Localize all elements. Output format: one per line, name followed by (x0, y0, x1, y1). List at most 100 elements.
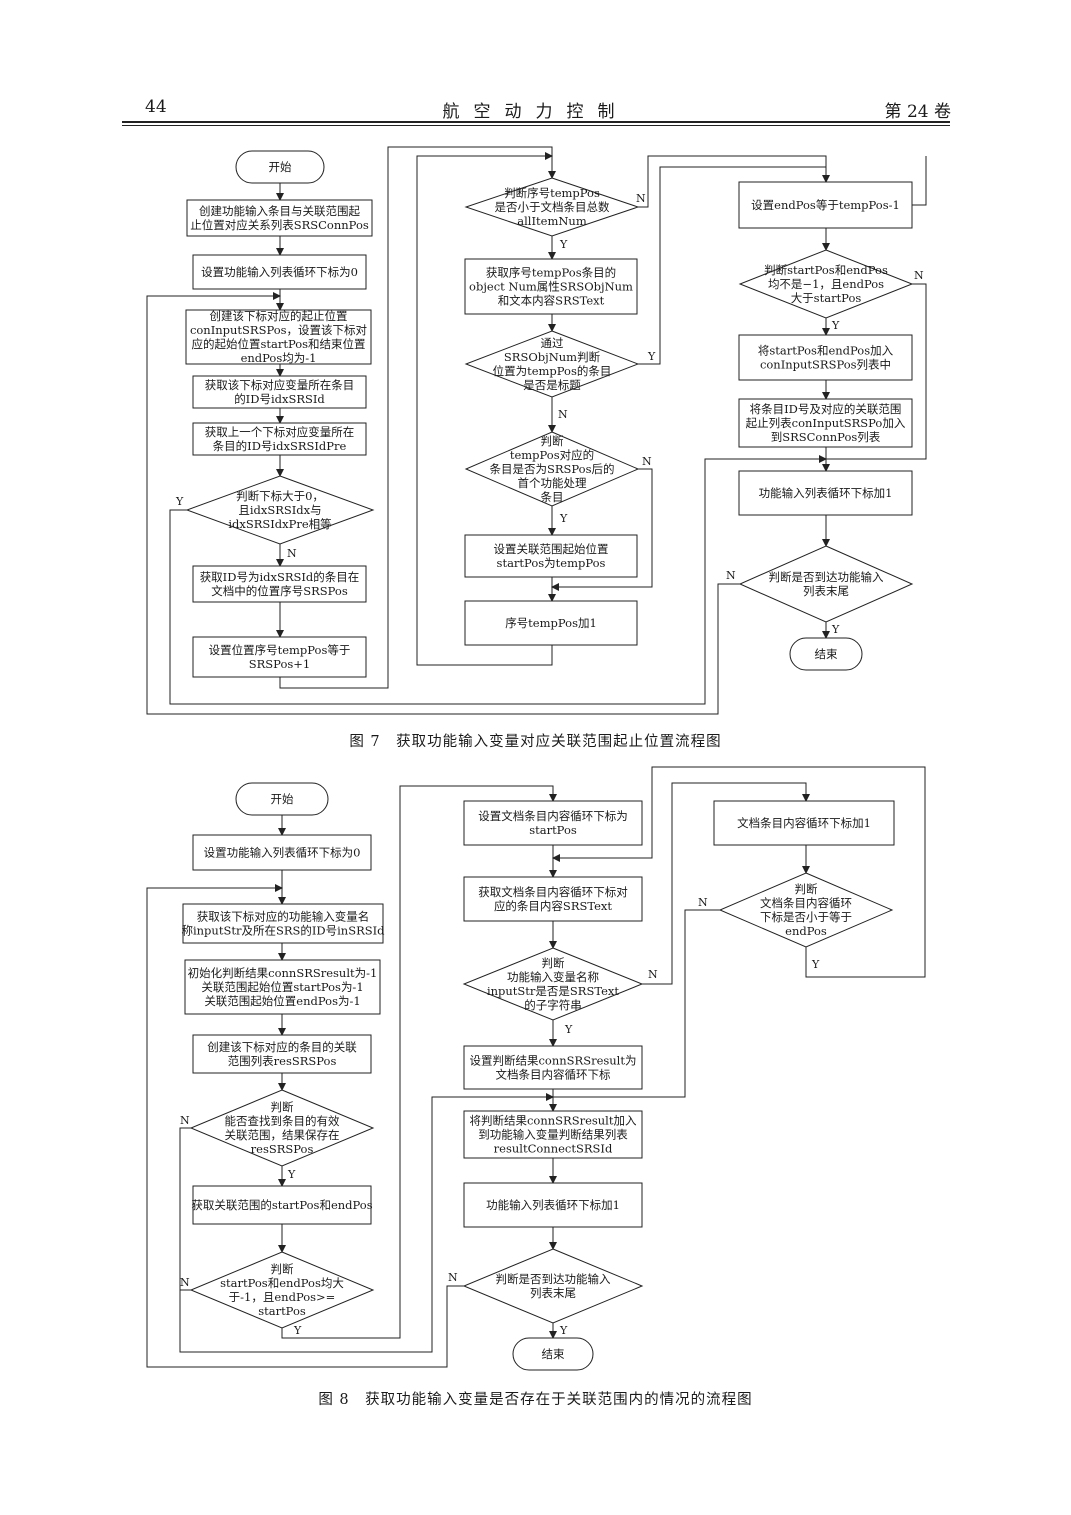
decision-is-first-after-text: 判断 (541, 434, 564, 448)
create-pos-box-text: conInputSRSPos，设置该下标对 (190, 323, 368, 337)
decision-end-of-list-text: 判断是否到达功能输入 (496, 1272, 611, 1286)
decision-end-of-list-text: 列表末尾 (530, 1286, 576, 1300)
get-prev-id-box-text: 条目的ID号idxSRSIdPre (213, 439, 347, 453)
get-pos-box-text: 文档中的位置序号SRSPos (211, 584, 348, 598)
get-text-box-text: 应的条目内容SRSText (494, 899, 612, 913)
set-startpos-box-text: 设置关联范围起始位置 (494, 542, 609, 556)
inc-index-box: 功能输入列表循环下标加1 (463, 1182, 643, 1228)
header-rule (122, 121, 950, 123)
add-pos-box-text: conInputSRSPos列表中 (760, 358, 891, 372)
branch-label: N (726, 569, 736, 582)
decision-is-substring-text: inputStr是否是SRSText (487, 984, 619, 998)
end-terminal-text: 结束 (542, 1347, 565, 1361)
inc-temppos-box: 序号tempPos加1 (464, 600, 638, 646)
flow-connector (638, 155, 830, 208)
add-conn-box-text: 起止列表conInputSRSPo加入 (746, 416, 906, 430)
branch-label: N (914, 269, 924, 282)
create-srsconnpos-box-text: 创建功能输入条目与关联范围起 (199, 204, 360, 218)
branch-label: Y (831, 319, 840, 332)
start-terminal: 开始 (235, 150, 325, 184)
add-result-box-text: resultConnectSRSId (494, 1142, 613, 1156)
end-terminal-text: 结束 (815, 647, 838, 661)
get-input-str-box: 获取该下标对应的功能输入变量名称inputStr及所在SRS的ID号inSRSI… (181, 903, 385, 944)
decision-start-end-gt-text: startPos (258, 1304, 306, 1318)
decision-find-range-text: resSRSPos (251, 1142, 314, 1156)
flow-connector (553, 909, 720, 1098)
flow-connector (169, 455, 827, 705)
get-objnum-box-text: 获取序号tempPos条目的 (486, 266, 616, 280)
get-id-box-text: 获取该下标对应变量所在条目 (205, 378, 355, 392)
start-terminal-text: 开始 (269, 160, 292, 174)
inc-doc-index-box: 文档条目内容循环下标加1 (713, 800, 895, 846)
decision-index-gt-zero-text: 且idxSRSIdx与 (238, 503, 321, 517)
branch-label: Y (175, 495, 184, 508)
get-input-str-box-text: 获取该下标对应的功能输入变量名 (197, 910, 370, 924)
decision-is-substring-text: 的子字符串 (524, 998, 582, 1012)
branch-label: N (180, 1114, 190, 1127)
branch-label: Y (559, 512, 568, 525)
end-terminal: 结束 (512, 1337, 594, 1371)
flow-connector (642, 782, 810, 985)
branch-label: N (448, 1271, 458, 1284)
decision-is-first-after-text: tempPos对应的 (510, 448, 594, 462)
inc-temppos-box-text: 序号tempPos加1 (505, 616, 597, 630)
decision-doc-index-le-text: endPos (785, 924, 827, 938)
branch-label: Y (559, 238, 568, 251)
inc-index-box-text: 功能输入列表循环下标加1 (486, 1198, 620, 1212)
get-text-box-text: 获取文档条目内容循环下标对 (478, 885, 628, 899)
decision-temppos-lt-all-text: allItemNum (517, 214, 587, 228)
flow-connector (281, 785, 557, 1339)
flow-connector (146, 884, 464, 1368)
set-index-zero-box-text: 设置功能输入列表循环下标为0 (201, 265, 358, 279)
create-res-box-text: 创建该下标对应的条目的关联 (207, 1040, 357, 1054)
set-result-box-text: 文档条目内容循环下标 (496, 1068, 611, 1082)
branch-label: N (558, 408, 568, 421)
decision-doc-index-le-text: 下标是否小于等于 (760, 910, 852, 924)
decision-is-title-text: SRSObjNum判断 (504, 350, 601, 364)
decision-is-first-after-text: 条目是否为SRSPos后的 (489, 462, 614, 476)
branch-label: Y (647, 350, 656, 363)
end-terminal: 结束 (789, 637, 863, 671)
branch-label: Y (811, 958, 820, 971)
flow-connector (146, 292, 740, 715)
decision-start-end-gt-text: 于-1，且endPos>= (229, 1290, 336, 1304)
set-temppos-box-text: SRSPos+1 (249, 657, 310, 671)
flow-connector (552, 766, 926, 978)
decision-index-gt-zero-text: idxSRSIdxPre相等 (228, 517, 331, 531)
set-index-zero-box: 设置功能输入列表循环下标为0 (192, 254, 367, 290)
inc-index-box: 功能输入列表循环下标加1 (738, 470, 913, 516)
get-objnum-box-text: object Num属性SRSObjNum (469, 280, 633, 294)
branch-label: N (698, 896, 708, 909)
decision-find-range-text: 能否查找到条目的有效 (225, 1114, 340, 1128)
set-index-zero-box-text: 设置功能输入列表循环下标为0 (204, 846, 361, 860)
get-input-str-box-text: 称inputStr及所在SRS的ID号inSRSId (181, 924, 385, 938)
init-result-box-text: 初始化判断结果connSRSresult为-1 (188, 966, 378, 980)
decision-end-of-list-text: 列表末尾 (803, 584, 849, 598)
init-result-box-text: 关联范围起始位置startPos为-1 (201, 980, 363, 994)
create-pos-box-text: 创建该下标对应的起止位置 (210, 309, 348, 323)
decision-is-first-after-text: 首个功能处理 (518, 476, 587, 490)
decision-start-end-gt-text: startPos和endPos均大 (220, 1276, 344, 1290)
flow-connector (551, 468, 653, 591)
decision-is-title-text: 是否是标题 (523, 378, 581, 392)
decision-temppos-lt-all-text: 判断序号tempPos (504, 186, 600, 200)
set-endpos-box-text: 设置endPos等于tempPos-1 (751, 198, 900, 212)
get-start-end-box-text: 获取关联范围的startPos和endPos (191, 1198, 372, 1212)
set-result-box-text: 设置判断结果connSRSresult为 (469, 1054, 636, 1068)
branch-label: N (180, 1276, 190, 1289)
decision-end-of-list-text: 判断是否到达功能输入 (769, 570, 884, 584)
set-doc-index-box-text: startPos (529, 823, 577, 837)
set-temppos-box-text: 设置位置序号tempPos等于 (209, 643, 351, 657)
